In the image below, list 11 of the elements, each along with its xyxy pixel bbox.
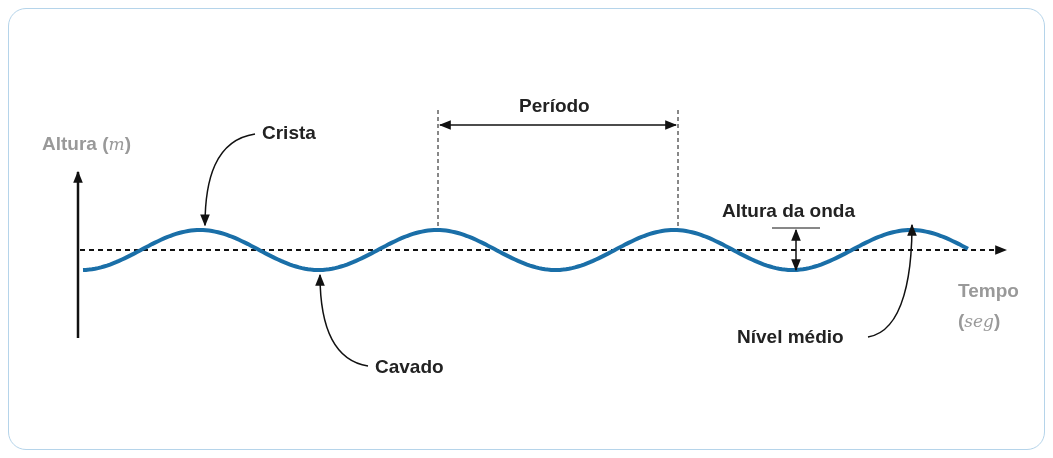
dimension-label: Período bbox=[519, 95, 590, 117]
wave-part-label: Cavado bbox=[375, 356, 444, 378]
wave-curve bbox=[82, 228, 969, 272]
wave-part-label: Crista bbox=[262, 122, 316, 144]
axis-title: Altura (m) bbox=[42, 133, 131, 155]
leader-line bbox=[315, 273, 369, 367]
wave-part-label: Nível médio bbox=[737, 326, 844, 348]
leader-line bbox=[867, 223, 917, 338]
axis-title: Tempo (seg) bbox=[958, 279, 1020, 333]
leader-line bbox=[200, 133, 256, 227]
dimension-label: Altura da onda bbox=[722, 200, 855, 222]
